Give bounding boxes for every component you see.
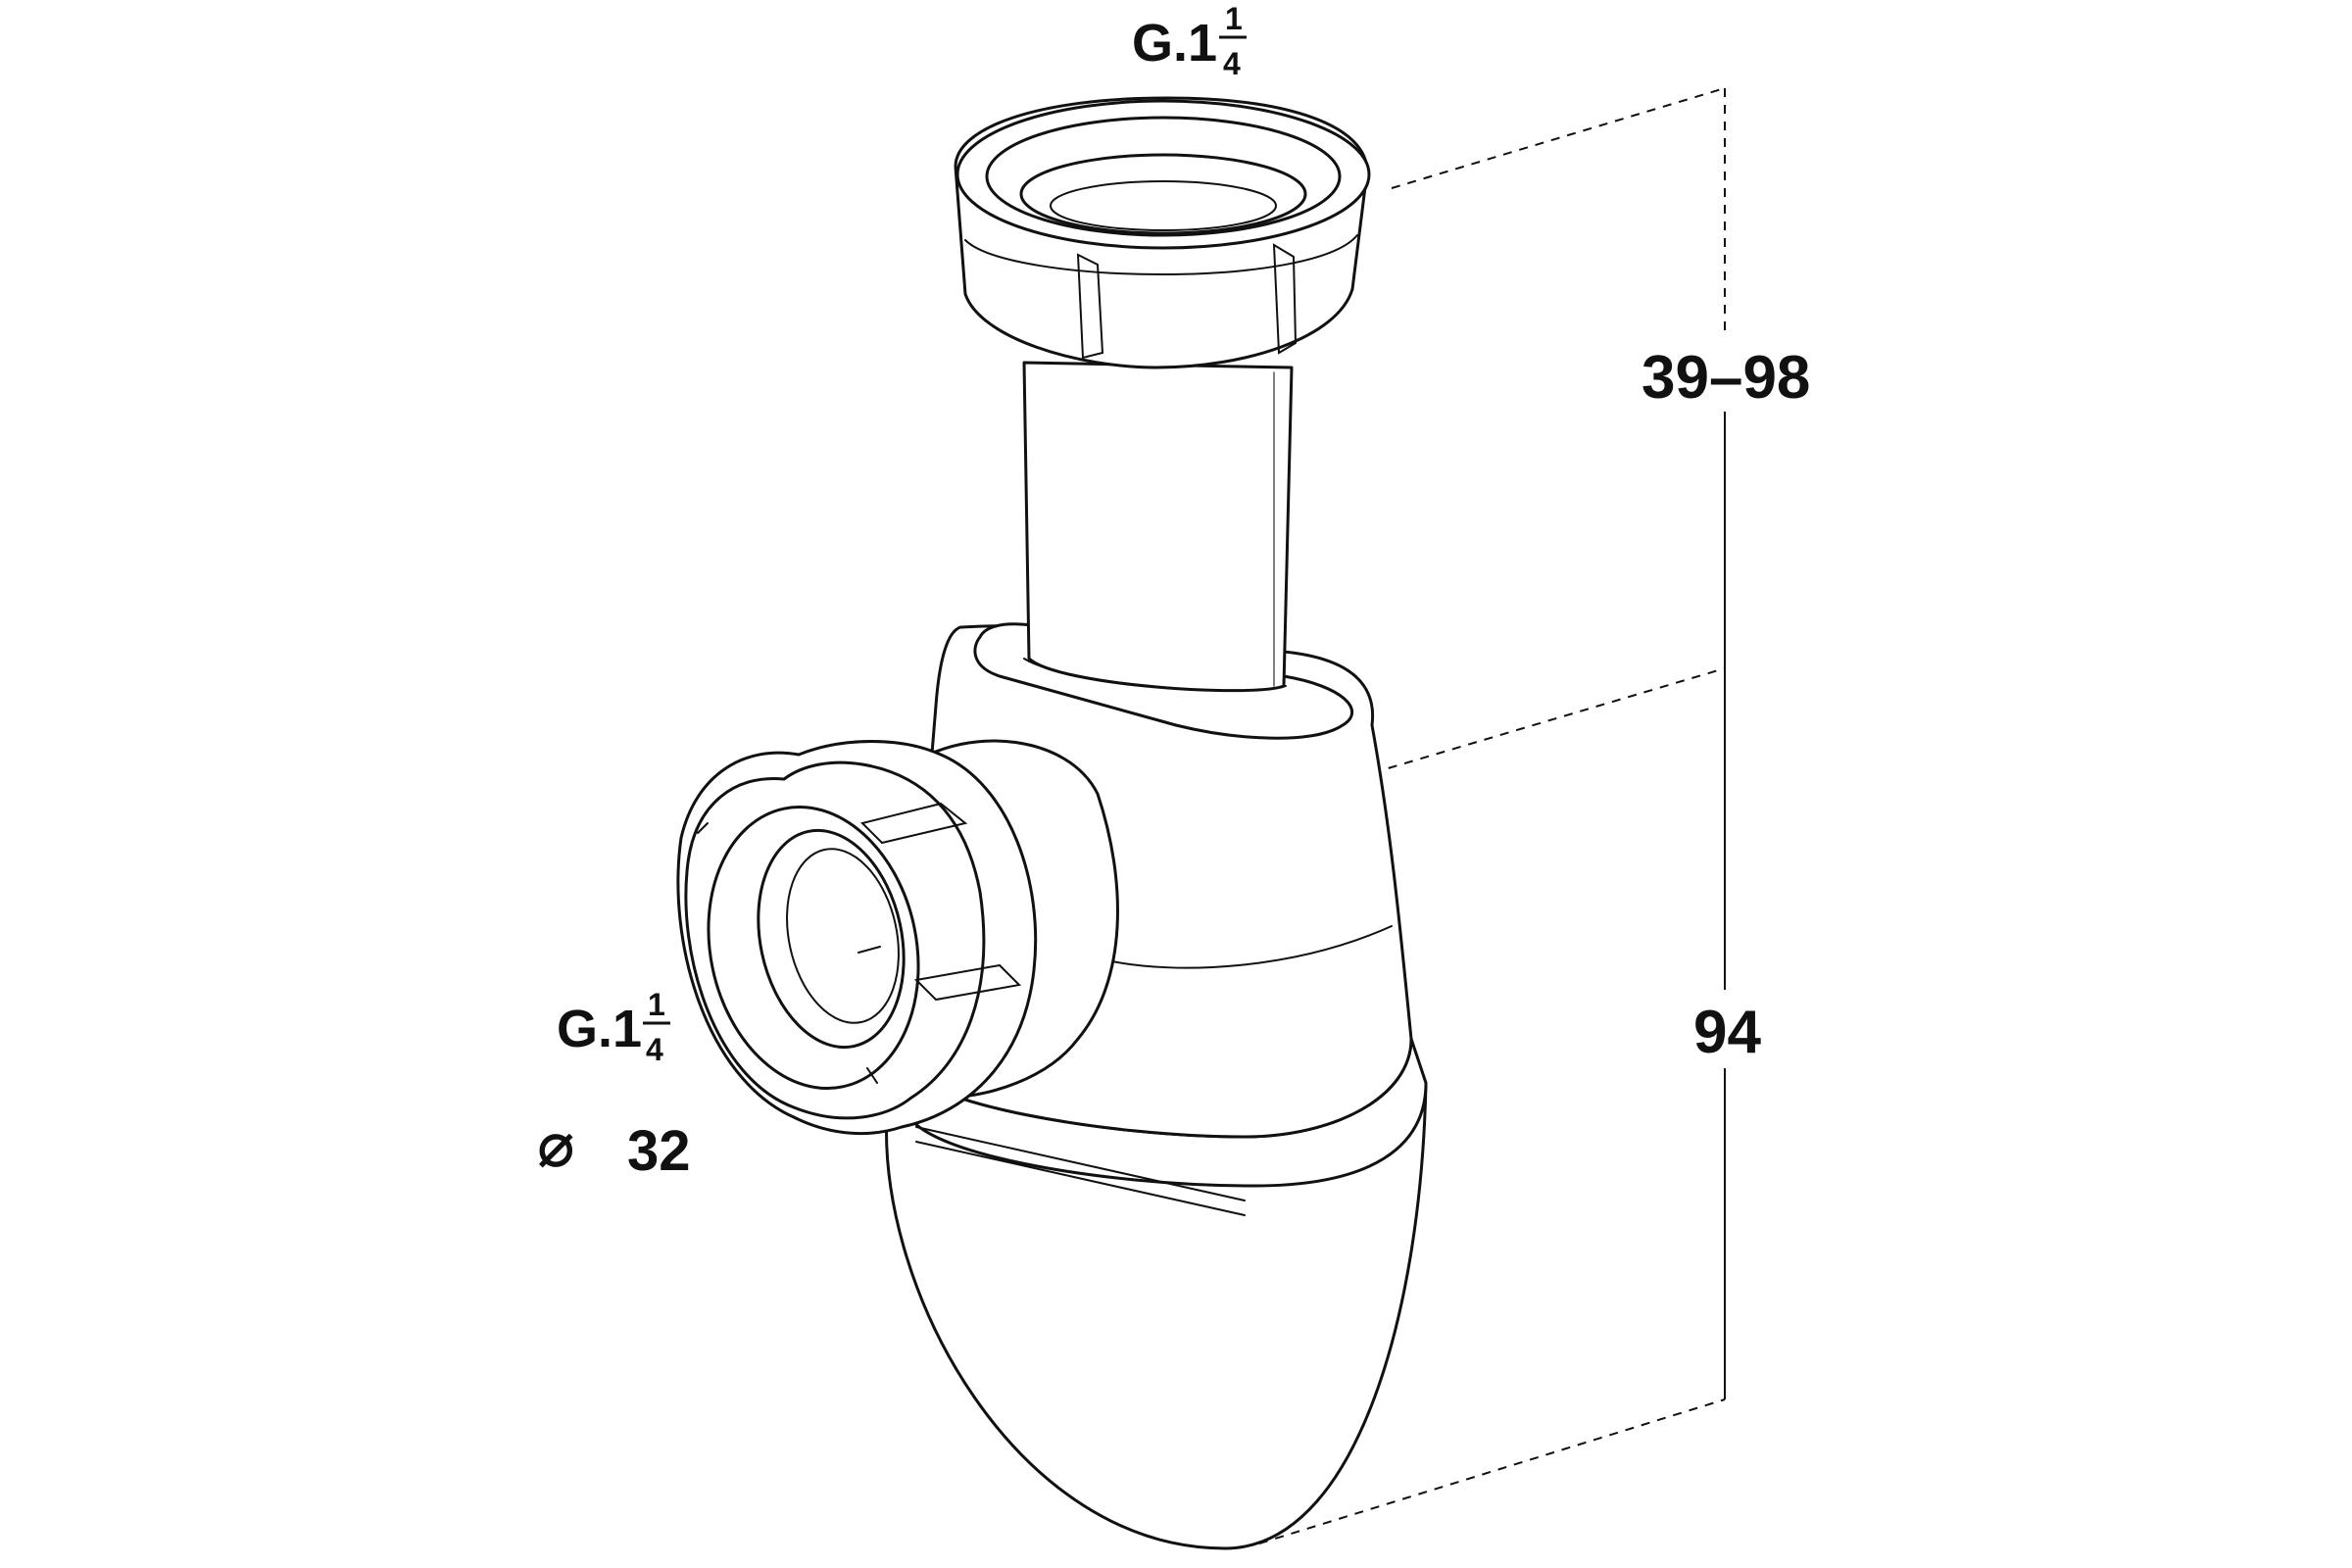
- vertical-tube: [1022, 361, 1294, 693]
- cup-ring-line-2: [915, 1141, 1246, 1216]
- diameter-value: 32: [627, 1119, 691, 1183]
- top-nut-band: [964, 234, 1358, 275]
- top-thread-main: G.1: [1132, 14, 1217, 73]
- outlet-nut-flat-2: [913, 963, 1022, 1002]
- side-thread-denominator: 4: [646, 1032, 663, 1067]
- body-seam: [1106, 925, 1393, 969]
- side-thread-label: G.1 1 4: [557, 987, 670, 1067]
- outlet-nut-tick-1: [697, 822, 709, 834]
- bottle-cup: [885, 1081, 1428, 1550]
- bottom-extension-line: [1258, 1398, 1726, 1544]
- top-nut-bore: [1050, 180, 1277, 231]
- outlet-nut-flat-1: [860, 802, 968, 845]
- side-thread-main: G.1: [557, 1000, 642, 1058]
- top-nut-flat-1: [1076, 253, 1104, 360]
- top-thread-denominator: 4: [1223, 46, 1241, 81]
- diameter-label: ⌀ 32: [537, 1109, 691, 1183]
- outlet-nut-tick-2: [858, 946, 881, 954]
- outlet-bore: [757, 828, 906, 1050]
- top-thread-numerator: 1: [1225, 1, 1243, 36]
- top-nut: [954, 96, 1371, 369]
- height-total-label: 94: [1693, 999, 1761, 1066]
- top-nut-flat-2: [1272, 243, 1298, 355]
- top-thread-label: G.1 1 4: [1132, 1, 1247, 81]
- diameter-symbol: ⌀: [537, 1109, 575, 1180]
- side-thread-numerator: 1: [648, 987, 665, 1022]
- outlet-nut-tick-3: [866, 1067, 878, 1084]
- top-extension-line: [1391, 87, 1726, 189]
- outlet-inner-bore: [786, 848, 900, 1024]
- top-nut-seat: [1019, 153, 1307, 235]
- height-adjust-label: 39–98: [1642, 344, 1810, 412]
- tube: [1022, 361, 1294, 693]
- side-outlet: [676, 739, 1119, 1135]
- cup-ring-line-1: [915, 1126, 1246, 1201]
- tube-bottom-edge: [1023, 658, 1287, 692]
